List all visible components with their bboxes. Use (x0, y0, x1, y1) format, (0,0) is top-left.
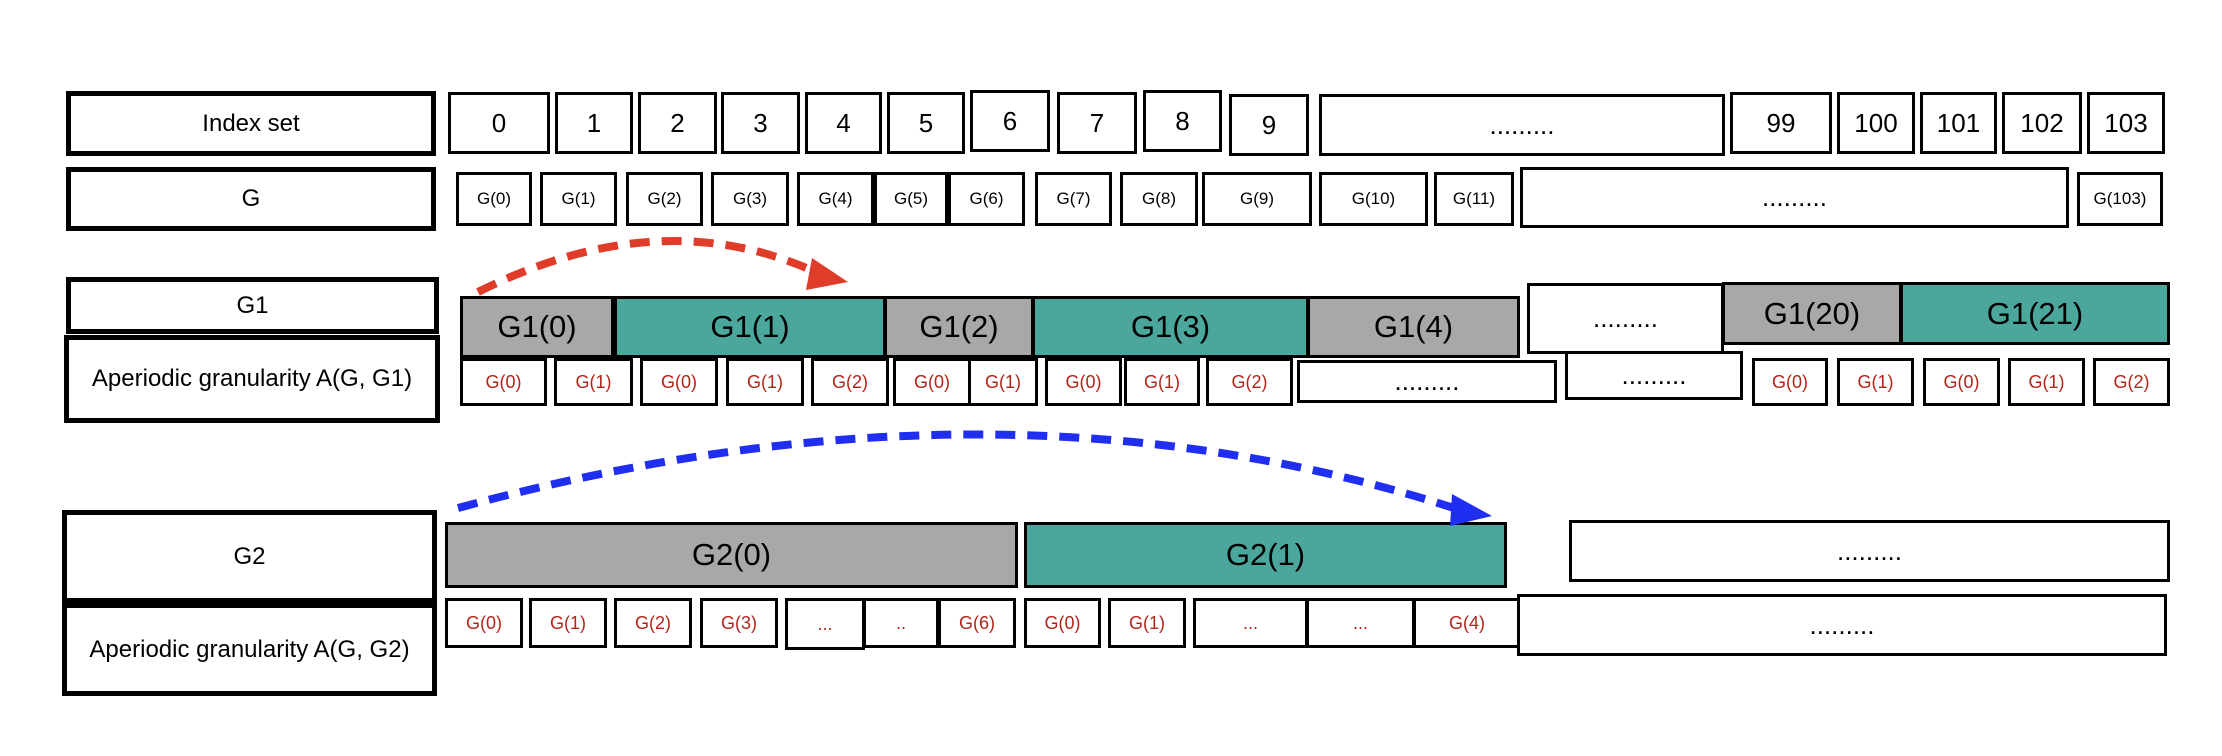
red-arrowhead (806, 258, 848, 290)
index-cell: 5 (887, 92, 965, 154)
a1-cell: G(2) (2093, 358, 2170, 406)
index-cell: 0 (448, 92, 550, 154)
index-cell: 8 (1143, 90, 1222, 152)
blue-dashed-arrow (456, 430, 1462, 514)
g1-block: G1(3) (1032, 296, 1309, 358)
a2-cell: .. (863, 598, 939, 648)
g-ellipsis: ......... (1520, 167, 2069, 228)
index-cell: 100 (1837, 92, 1915, 154)
a2-cell: G(3) (700, 598, 778, 648)
a2-cell: ... (1306, 598, 1415, 648)
g-cell: G(5) (874, 172, 948, 226)
a2-cell: ... (785, 598, 865, 650)
g1-ellipsis: ......... (1527, 283, 1724, 354)
g-cell: G(7) (1035, 172, 1112, 226)
g-cell: G(10) (1319, 172, 1428, 226)
index-cell: 2 (638, 92, 717, 154)
a1-cell: G(1) (2008, 358, 2085, 406)
g-cell: G(2) (626, 172, 703, 226)
label-g: G (66, 167, 436, 231)
label-g1: G1 (66, 277, 439, 334)
a2-cell: ... (1193, 598, 1308, 648)
a1-ellipsis: ......... (1565, 351, 1743, 400)
g-cell: G(103) (2077, 172, 2163, 226)
g-cell: G(11) (1434, 172, 1514, 226)
g1-block: G1(20) (1722, 282, 1902, 345)
g2-block: G2(0) (445, 522, 1018, 588)
index-ellipsis: ......... (1319, 94, 1725, 156)
a2-cell: G(4) (1413, 598, 1521, 648)
g-cell: G(6) (948, 172, 1025, 226)
g-cell: G(8) (1120, 172, 1198, 226)
index-cell: 4 (805, 92, 882, 154)
a2-cell: G(2) (614, 598, 692, 648)
a2-cell: G(0) (445, 598, 523, 648)
g1-block: G1(21) (1900, 282, 2170, 345)
a1-cell: G(0) (893, 358, 971, 406)
label-aperiodic-g1: Aperiodic granularity A(G, G1) (64, 335, 440, 423)
a2-cell: G(0) (1024, 598, 1101, 648)
index-cell: 7 (1057, 92, 1137, 154)
a2-ellipsis: ......... (1517, 594, 2167, 656)
index-cell: 103 (2087, 92, 2165, 154)
red-dashed-arrow (476, 237, 822, 296)
a2-cell: G(1) (1108, 598, 1186, 648)
g2-block: G2(1) (1024, 522, 1507, 588)
a1-ellipsis: ......... (1297, 360, 1557, 403)
a1-cell: G(0) (1045, 358, 1122, 406)
a1-cell: G(1) (968, 358, 1038, 406)
label-index-set: Index set (66, 91, 436, 156)
label-g2: G2 (62, 510, 437, 603)
index-cell: 1 (555, 92, 633, 154)
a1-cell: G(2) (1206, 358, 1293, 406)
g1-block: G1(2) (884, 296, 1034, 358)
index-cell: 102 (2002, 92, 2082, 154)
g-cell: G(9) (1202, 172, 1312, 226)
a2-cell: G(6) (938, 598, 1016, 648)
g-cell: G(0) (456, 172, 532, 226)
g-cell: G(3) (711, 172, 789, 226)
a2-cell: G(1) (529, 598, 607, 648)
g2-ellipsis: ......... (1569, 520, 2170, 582)
g1-block: G1(4) (1307, 296, 1520, 358)
a1-cell: G(0) (1752, 358, 1828, 406)
g1-block: G1(0) (460, 296, 614, 358)
g1-block: G1(1) (614, 296, 886, 358)
g-cell: G(4) (797, 172, 874, 226)
index-cell: 6 (970, 90, 1050, 152)
g-cell: G(1) (540, 172, 617, 226)
a1-cell: G(1) (1124, 358, 1200, 406)
a1-cell: G(0) (460, 358, 547, 406)
label-aperiodic-g2: Aperiodic granularity A(G, G2) (62, 603, 437, 696)
index-cell: 101 (1920, 92, 1997, 154)
a1-cell: G(1) (1837, 358, 1914, 406)
a1-cell: G(0) (640, 358, 718, 406)
a1-cell: G(1) (554, 358, 633, 406)
index-cell: 9 (1229, 94, 1309, 156)
a1-cell: G(0) (1923, 358, 2000, 406)
a1-cell: G(1) (726, 358, 804, 406)
a1-cell: G(2) (811, 358, 889, 406)
index-cell: 99 (1730, 92, 1832, 154)
index-cell: 3 (721, 92, 800, 154)
